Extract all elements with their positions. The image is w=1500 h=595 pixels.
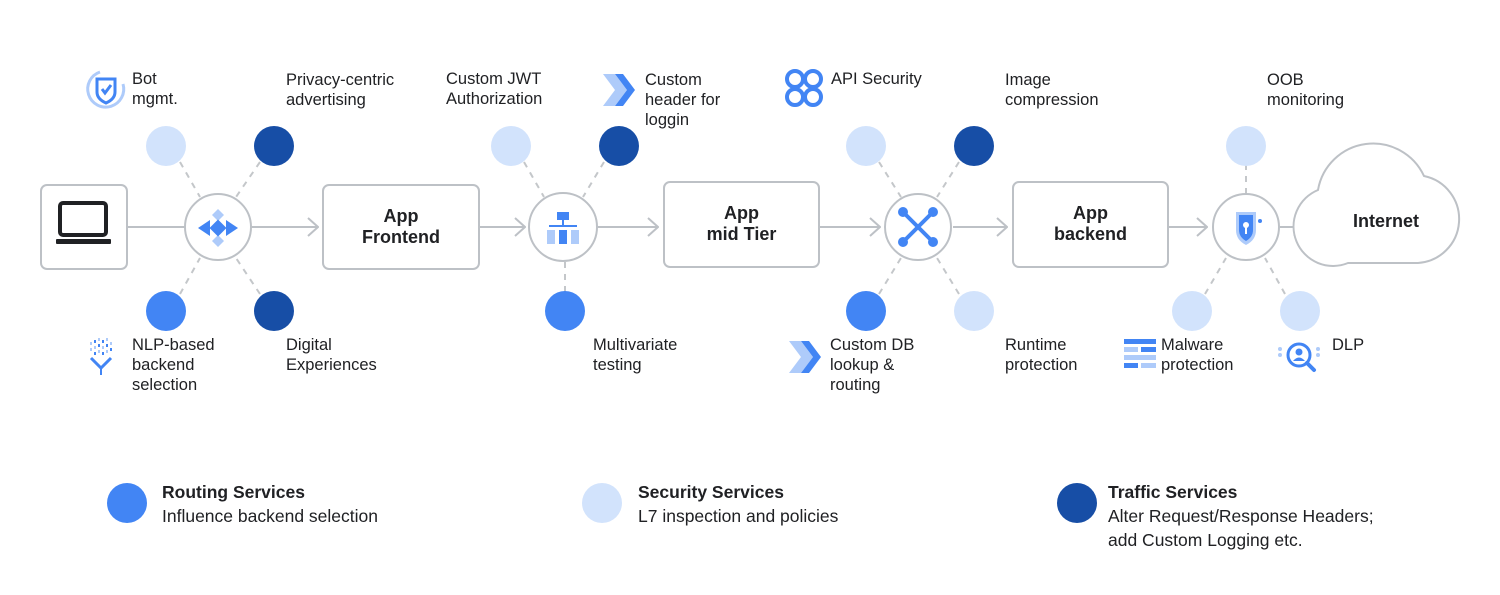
data-funnel-icon [89,338,113,375]
traffic-dot-digital-exp [254,291,294,331]
chevron-arrow-icon [789,341,821,373]
security-dot-malware [1172,291,1212,331]
label-api-security: API Security [831,70,922,88]
security-dot-runtime-protection [954,291,994,331]
routing-dot-nlp [146,291,186,331]
security-dot-custom-jwt [491,126,531,166]
legend-dot-routing [107,483,147,523]
security-dot-api-security [846,126,886,166]
label-dlp: DLP [1332,336,1365,354]
app-mid-tier-box [663,181,820,268]
app-backend-label: App backend [1053,203,1128,244]
app-frontend-box [322,184,480,270]
label-oob-monitoring: OOB monitoring [1267,71,1345,109]
security-dot-bot-mgmt [146,126,186,166]
label-custom-header: Custom header for loggin [645,71,721,129]
legend-title-routing: Routing Services [162,482,305,502]
label-multivariate: Multivariate testing [593,336,678,374]
label-bot-mgmt: Bot mgmt. [132,70,178,108]
hierarchy-icon [547,212,579,244]
app-frontend-label: App Frontend [362,206,440,247]
routing-dot-custom-db [846,291,886,331]
label-image-compression: Image compression [1005,71,1099,109]
legend-dot-traffic [1057,483,1097,523]
legend-title-traffic: Traffic Services [1108,482,1238,502]
legend-desc-traffic: Alter Request/Response Headers; add Cust… [1108,506,1374,550]
legend-desc-routing: Influence backend selection [162,506,378,526]
internet-label: Internet [1352,211,1419,231]
internet-cloud [1292,142,1461,267]
app-mid-tier-label: App mid Tier [706,203,777,244]
label-runtime-protection: Runtime protection [1005,336,1078,374]
network-connector-icon [898,207,938,247]
routing-dot-multivariate [545,291,585,331]
person-search-icon [1278,342,1320,372]
label-custom-jwt: Custom JWT Authorization [446,70,543,108]
label-malware-protection: Malware protection [1161,336,1234,374]
traffic-dot-privacy-ads [254,126,294,166]
legend-title-security: Security Services [638,482,784,502]
shield-check-icon [86,70,126,109]
laptop-icon [56,201,111,244]
dashed-spokes [179,161,1286,295]
traffic-dot-image-compression [954,126,994,166]
shield-icon [1236,212,1262,245]
traffic-dot-custom-header [599,126,639,166]
api-knot-icon [785,69,823,107]
legend-dot-security [582,483,622,523]
client-laptop-box [40,184,128,270]
label-custom-db: Custom DB lookup & routing [830,336,915,394]
label-digital-exp: Digital Experiences [286,336,377,374]
service-dots [146,126,1320,331]
security-dot-oob-monitoring [1226,126,1266,166]
app-backend-box [1012,181,1169,268]
label-nlp-backend: NLP-based backend selection [132,336,215,394]
legend-desc-security: L7 inspection and policies [638,506,839,526]
security-dot-dlp [1280,291,1320,331]
chevron-arrow-icon [603,74,635,106]
label-privacy-ads: Privacy-centric advertising [286,71,395,109]
firewall-icon [1124,339,1156,368]
